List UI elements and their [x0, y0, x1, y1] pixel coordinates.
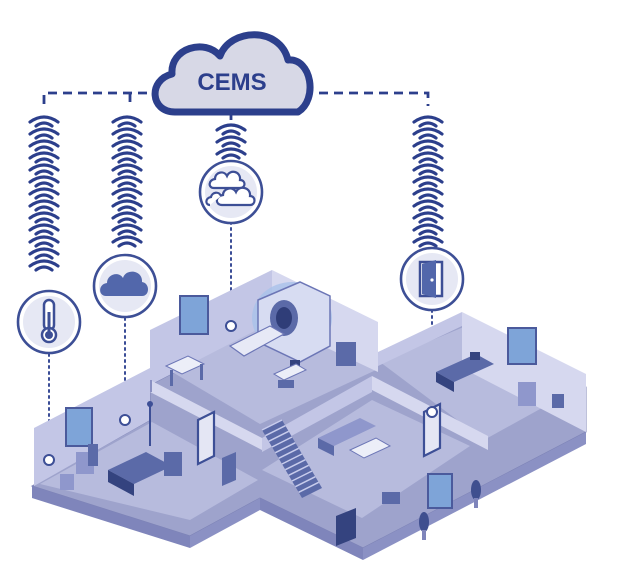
thermometer-icon — [40, 298, 58, 344]
air-quality-sensor — [198, 159, 264, 225]
cems-cloud: CEMS — [151, 31, 314, 116]
hospital-bed — [108, 452, 172, 484]
clouds-icon — [205, 170, 256, 207]
wifi-signal-icon — [28, 115, 60, 272]
plant — [419, 512, 429, 540]
door — [196, 410, 216, 466]
wifi-signal-icon — [412, 115, 444, 248]
sensor-node — [225, 320, 237, 332]
staircase — [261, 419, 322, 498]
mri-scanner — [228, 281, 332, 363]
window — [65, 407, 93, 447]
cloud-icon — [100, 271, 148, 296]
plant — [471, 480, 481, 508]
door-icon — [418, 260, 444, 298]
hvac-unit — [336, 508, 356, 546]
equipment-cart — [336, 342, 356, 366]
hospital-floorplan — [30, 270, 587, 560]
sensor-node — [119, 414, 131, 426]
window — [427, 473, 453, 509]
waiting-sofa — [318, 418, 376, 446]
exam-table — [436, 354, 494, 382]
wifi-signal-icon — [111, 115, 143, 248]
wifi-signal-icon — [215, 123, 247, 160]
sensor-node — [43, 454, 55, 466]
mri-room-back-wall — [150, 270, 272, 385]
thermometer-sensor — [16, 289, 82, 355]
cems-label: CEMS — [197, 69, 266, 96]
cloud-sensor — [92, 253, 158, 319]
window — [507, 327, 537, 365]
window — [179, 295, 209, 335]
door-sensor — [399, 246, 465, 312]
sensor-node — [426, 406, 438, 418]
